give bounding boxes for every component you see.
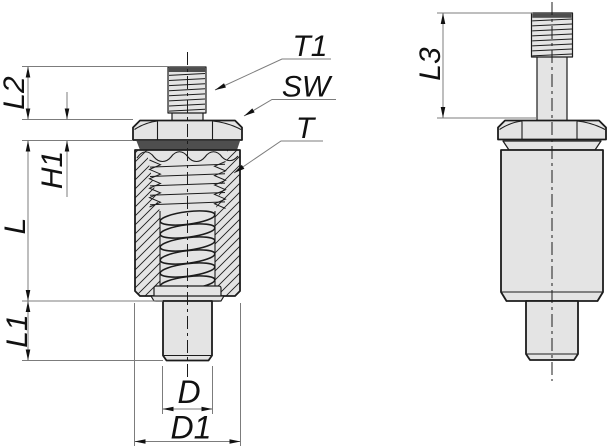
leader-line [233,140,323,174]
internal-thread-label-t: T [296,112,317,145]
dim-label-h1: H1 [36,151,69,189]
dimension-arrowhead [440,13,446,24]
dimension-arrowhead [25,290,31,301]
thread-line [532,23,573,27]
hatch-right-wall [215,150,240,296]
dimension-arrowhead [25,301,31,312]
dimension-arrowhead [215,83,226,90]
dim-label-l3: L3 [414,47,447,81]
stem-thread-label-t1: T1 [292,30,327,63]
leader-line [214,58,331,91]
thread-flank-zigzag [148,159,162,208]
thread-helix-line [149,192,226,196]
hex-facet-arc [212,120,242,130]
thread-line [168,98,206,102]
dimension-arrowhead [25,349,31,361]
thread-line [168,73,206,76]
front-section-view [132,52,243,379]
dimension-arrowhead [201,406,213,412]
thread-flank-zigzag [213,161,227,209]
flange-underside-shadow [136,141,240,150]
dim-label-l1: L1 [1,314,34,347]
hex-facet-arc [134,120,158,130]
wrench-size-label-sw: SW [282,71,333,104]
dimension-arrowhead [64,108,70,120]
dimension-arrowhead [134,439,146,444]
stem-rod [536,54,568,122]
dimension-arrowhead [229,439,241,444]
dim-label-l: L [0,218,32,235]
stem-top-face [532,13,572,18]
dimensions: L2 H1 L L1 L3 D D1 T1 SW T [0,12,537,446]
thread-line [168,88,206,92]
plunger-pin [525,300,579,361]
thread-line [532,48,573,52]
side-view [497,2,607,381]
dim-label-l2: L2 [0,76,31,110]
dimension-lines [22,12,537,446]
hex-facet-arc [576,120,606,130]
dimension-arrowhead [162,406,174,412]
plunger-pin [162,300,213,362]
dim-label-d1: D1 [171,410,212,446]
dimension-arrowhead [244,108,255,116]
dimension-arrowhead [25,108,31,120]
dim-label-d: D [177,374,200,410]
dimension-arrowhead [25,140,31,152]
hex-facet-arc [499,120,523,130]
thread-line [532,38,573,42]
dimension-arrowhead [25,66,31,78]
dimension-arrowhead [64,140,70,152]
dimension-arrowhead [234,164,245,173]
dimension-arrowhead [440,107,446,118]
